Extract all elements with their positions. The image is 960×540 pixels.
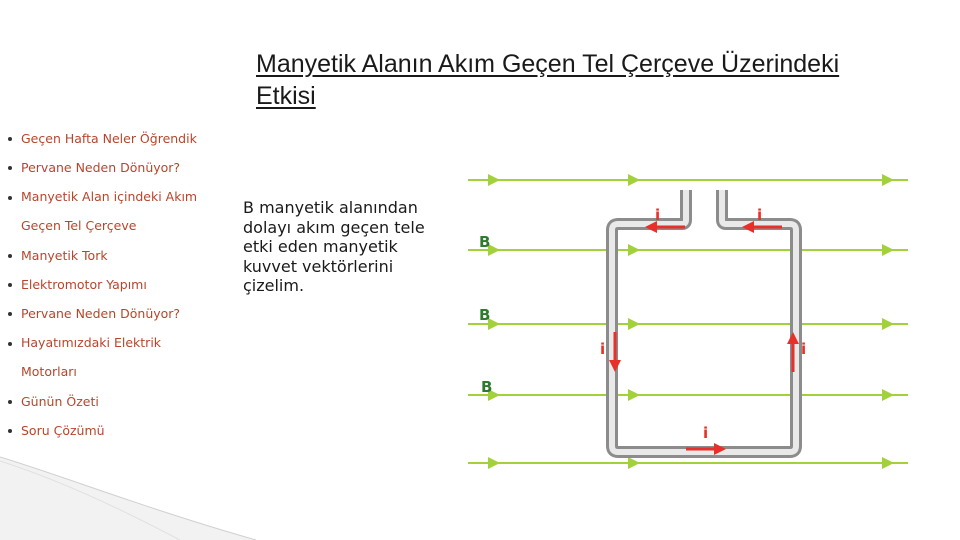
field-label-b: B bbox=[479, 233, 490, 251]
page-title: Manyetik Alanın Akım Geçen Tel Çerçeve Ü… bbox=[256, 50, 840, 110]
agenda-item: Soru Çözümü bbox=[8, 416, 223, 445]
field-arrow-icon bbox=[882, 457, 894, 469]
current-label-i: i bbox=[703, 424, 708, 442]
field-arrow-icon bbox=[488, 389, 500, 401]
field-arrow-icon bbox=[488, 174, 500, 186]
current-label-i: i bbox=[655, 206, 660, 224]
agenda-item-line: Motorları bbox=[21, 364, 77, 379]
agenda-item: Günün Özeti bbox=[8, 387, 223, 416]
current-arrow-icon bbox=[609, 360, 621, 372]
current-arrow-icon bbox=[714, 443, 726, 455]
agenda-item: Manyetik Tork bbox=[8, 241, 223, 270]
field-arrow-icon bbox=[882, 244, 894, 256]
current-label-i: i bbox=[600, 340, 605, 358]
wire-frame-inner bbox=[609, 190, 799, 455]
current-arrow-icon bbox=[742, 221, 754, 233]
current-arrow-icon bbox=[645, 221, 657, 233]
current-arrow-icon bbox=[787, 332, 799, 344]
field-arrow-icon bbox=[488, 244, 500, 256]
agenda-item-line: Manyetik Alan içindeki Akım bbox=[21, 189, 198, 204]
field-arrow-icon bbox=[628, 318, 640, 330]
agenda-item-line: Hayatımızdaki Elektrik bbox=[21, 335, 162, 350]
agenda-item: Elektromotor Yapımı bbox=[8, 270, 223, 299]
field-arrow-icon bbox=[628, 174, 640, 186]
field-arrow-icon bbox=[628, 457, 640, 469]
agenda-item: Pervane Neden Dönüyor? bbox=[8, 153, 223, 182]
field-arrow-icon bbox=[488, 318, 500, 330]
corner-decoration bbox=[0, 456, 257, 540]
field-arrow-icon bbox=[882, 174, 894, 186]
agenda-item: Geçen Hafta Neler Öğrendik bbox=[8, 124, 223, 153]
field-arrow-icon bbox=[628, 389, 640, 401]
agenda-item: Pervane Neden Dönüyor? bbox=[8, 299, 223, 328]
current-arrows bbox=[609, 221, 799, 455]
current-label-i: i bbox=[801, 340, 806, 358]
field-arrow-icon bbox=[488, 457, 500, 469]
field-arrow-icon bbox=[628, 244, 640, 256]
current-label-i: i bbox=[757, 206, 762, 224]
field-arrow-icon bbox=[882, 318, 894, 330]
wire-frame bbox=[606, 190, 802, 458]
magnetic-field-diagram: B B B i i i i i bbox=[468, 174, 908, 469]
agenda-item-line: Geçen Tel Çerçeve bbox=[21, 218, 137, 233]
field-label-b: B bbox=[481, 378, 492, 396]
field-label-b: B bbox=[479, 306, 490, 324]
description-text: B manyetik alanından dolayı akım geçen t… bbox=[243, 198, 425, 295]
field-arrow-icon bbox=[882, 389, 894, 401]
field-lines bbox=[468, 174, 908, 469]
